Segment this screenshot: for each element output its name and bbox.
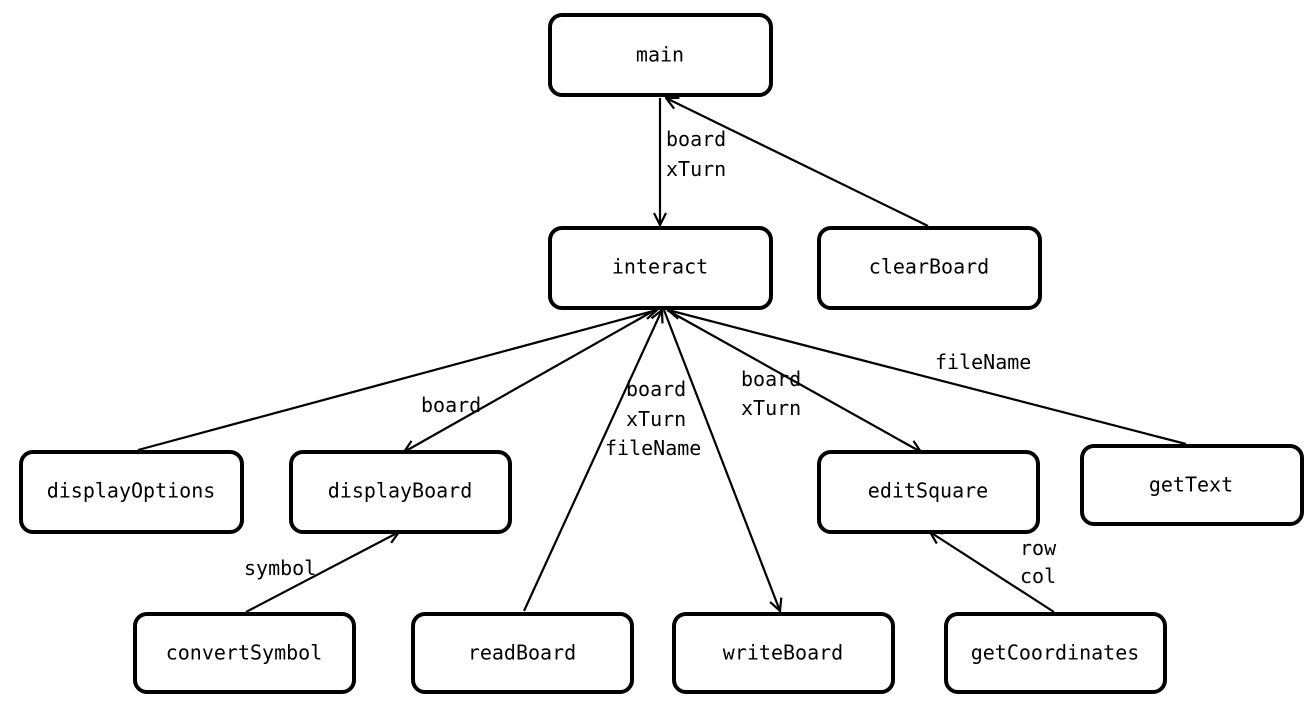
- node-convertsymbol: convertSymbol: [133, 612, 356, 694]
- node-label: displayOptions: [47, 479, 216, 503]
- node-label: writeBoard: [723, 641, 843, 665]
- edge-clearboard-to-main: [666, 98, 929, 227]
- edge-label-line: xTurn: [666, 157, 726, 181]
- edge-label-line: col: [1020, 564, 1056, 588]
- node-clearboard: clearBoard: [817, 226, 1042, 310]
- node-label: getCoordinates: [971, 641, 1140, 665]
- edge-label-line: board: [666, 127, 726, 151]
- node-label: main: [636, 43, 684, 67]
- node-label: displayBoard: [328, 479, 473, 503]
- node-getcoordinates: getCoordinates: [944, 612, 1167, 694]
- edge-displayoptions-to-interact: [137, 310, 657, 452]
- node-label: interact: [612, 255, 708, 279]
- node-editsquare: editSquare: [817, 450, 1040, 534]
- node-writeboard: writeBoard: [672, 612, 895, 694]
- node-label: convertSymbol: [166, 641, 323, 665]
- edge-label-main-interact: board xTurn: [666, 127, 738, 181]
- node-main: main: [548, 13, 773, 97]
- edge-interact-to-editsquare: [666, 309, 921, 452]
- node-label: editSquare: [868, 479, 988, 503]
- edge-label-line: xTurn: [626, 407, 686, 431]
- edge-label-convertsymbol-displayboard: symbol: [244, 556, 316, 580]
- edge-label-line: board: [626, 377, 686, 401]
- edge-label-line: row: [1020, 536, 1057, 560]
- node-label: getText: [1149, 473, 1233, 497]
- edge-label-readboard-interact: board xTurn fileName: [605, 377, 701, 460]
- node-displayoptions: displayOptions: [19, 450, 244, 534]
- node-gettext: getText: [1080, 444, 1304, 526]
- edge-label-gettext-interact: fileName: [935, 350, 1031, 374]
- edge-label-line: xTurn: [741, 396, 801, 420]
- edge-label-interact-editsquare: board xTurn: [741, 367, 813, 420]
- edge-getcoordinates-to-editsquare: [930, 532, 1055, 613]
- edge-label-line: board: [741, 367, 801, 391]
- edge-interact-to-displayboard: [404, 309, 656, 452]
- edge-label-line: fileName: [605, 436, 701, 460]
- node-interact: interact: [548, 226, 773, 310]
- node-label: clearBoard: [869, 255, 989, 279]
- edge-gettext-to-interact: [668, 310, 1187, 446]
- node-displayboard: displayBoard: [289, 450, 512, 534]
- node-label: readBoard: [468, 641, 576, 665]
- node-readboard: readBoard: [411, 612, 634, 694]
- edge-label-interact-displayboard: board: [421, 393, 481, 417]
- edge-label-getcoordinates-editsquare: row col: [1020, 536, 1068, 588]
- edge-convertsymbol-to-displayboard: [245, 532, 399, 613]
- edge-readboard-to-interact: [523, 310, 662, 612]
- edge-interact-to-writeboard: [662, 309, 780, 611]
